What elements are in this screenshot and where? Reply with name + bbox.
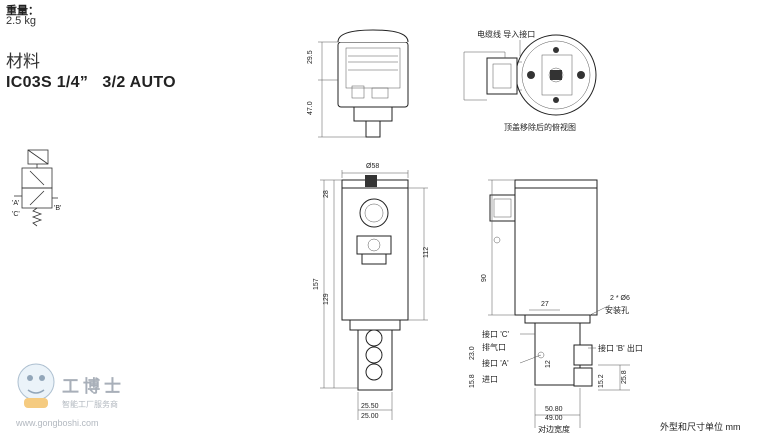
dim-112: 112 [423,247,430,258]
dim-157: 157 [313,278,320,290]
watermark: 工博士 智能工厂服务商 www.gongboshi.com [15,363,125,428]
dim-90: 90 [481,274,488,282]
dim-dia-58: Ø58 [366,163,379,170]
dim-25-00: 25.00 [361,413,379,420]
symbol-port-c: 'C' [12,211,20,218]
dim-28: 28 [323,190,330,198]
cable-entry-label: 电缆线 导入接口 [477,29,535,39]
dim-25-50: 25.50 [361,403,379,410]
dim-47-0: 47.0 [307,101,314,115]
dim-50-80: 50.80 [545,406,563,413]
top-view: 29.5 47.0 [307,29,409,138]
cover-removed-label: 顶盖移除后的俯视图 [504,122,576,132]
dim-23-0: 23.0 [469,346,476,360]
port-c-label: 接口 'C' [482,329,510,339]
exhaust-label: 排气口 [482,342,506,352]
port-b-label: 接口 'B' 出口 [598,343,643,353]
material-label: 材料 [6,52,40,71]
valve-symbol: 'A' 'B' 'C' [12,149,61,227]
symbol-port-a: 'A' [12,200,19,207]
watermark-tagline: 智能工厂服务商 [62,399,118,409]
weight-value: 2.5 kg [6,15,36,27]
dim-25-8: 25.8 [621,370,628,384]
dim-hole: 2 * Ø6 [610,295,630,302]
dim-27: 27 [541,301,549,308]
weight-label: 重量： [6,5,39,17]
mount-hole-label: 安装孔 [605,305,629,315]
symbol-port-b: 'B' [54,205,61,212]
dim-29-5: 29.5 [307,50,314,64]
port-a-label: 接口 'A' [482,358,509,368]
dim-15-8: 15.8 [469,374,476,388]
cover-removed-view: 电缆线 导入接口 顶盖移除后的俯视图 [463,29,597,132]
side-view: 90 27 2 * Ø6 安装孔 接口 'C' 排气口 接口 'A' 进口 接口… [469,179,643,434]
across-flats-label: 对边宽度 [538,424,570,434]
units-note: 外型和尺寸单位 mm [660,421,741,432]
watermark-url: www.gongboshi.com [15,418,99,428]
dim-12: 12 [545,360,552,368]
inlet-label: 进口 [482,375,498,384]
model-code: IC03S 1/4” 3/2 AUTO [6,74,176,91]
dim-49-00: 49.00 [545,415,563,422]
dim-15-2: 15.2 [598,374,605,388]
front-view: Ø58 157 28 129 112 25.50 25.00 [313,163,430,420]
dim-129: 129 [323,293,330,305]
mascot-icon [17,363,55,408]
watermark-brand: 工博士 [62,376,125,396]
